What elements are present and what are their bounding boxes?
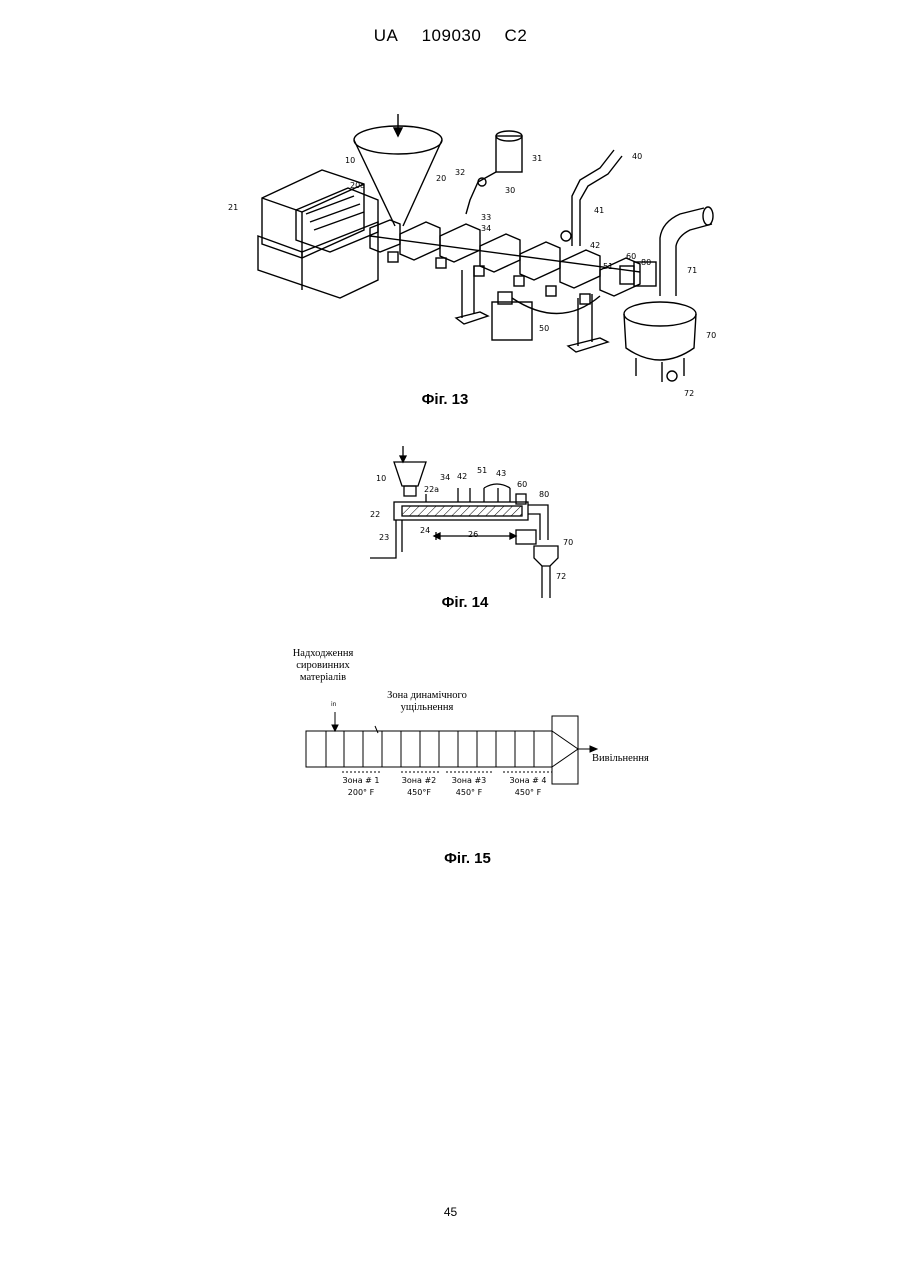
zone-temp: 450° F (503, 787, 553, 799)
zone-4: Зона # 4 450° F (503, 775, 553, 799)
zone-temp: 450°F (396, 787, 442, 799)
zone-2: Зона #2 450°F (396, 775, 442, 799)
zone-name: Зона #3 (446, 775, 492, 787)
zone-1: Зона # 1 200° F (338, 775, 384, 799)
zone-name: Зона # 1 (338, 775, 384, 787)
release-label: Вивільнення (592, 753, 672, 765)
zone-title: Зона динамічного ущільнення (372, 690, 482, 714)
fig15-caption: Фіг. 15 (420, 850, 515, 867)
feed-label: Надходження сировинних матеріалів (278, 648, 368, 684)
in-label: in (331, 701, 336, 708)
die-block (552, 716, 578, 784)
figure-15-drawing (0, 0, 901, 800)
zone-name: Зона #2 (396, 775, 442, 787)
page-number: 45 (0, 1205, 901, 1219)
zone-temp: 450° F (446, 787, 492, 799)
zone-3: Зона #3 450° F (446, 775, 492, 799)
zone-temp: 200° F (338, 787, 384, 799)
zone-name: Зона # 4 (503, 775, 553, 787)
